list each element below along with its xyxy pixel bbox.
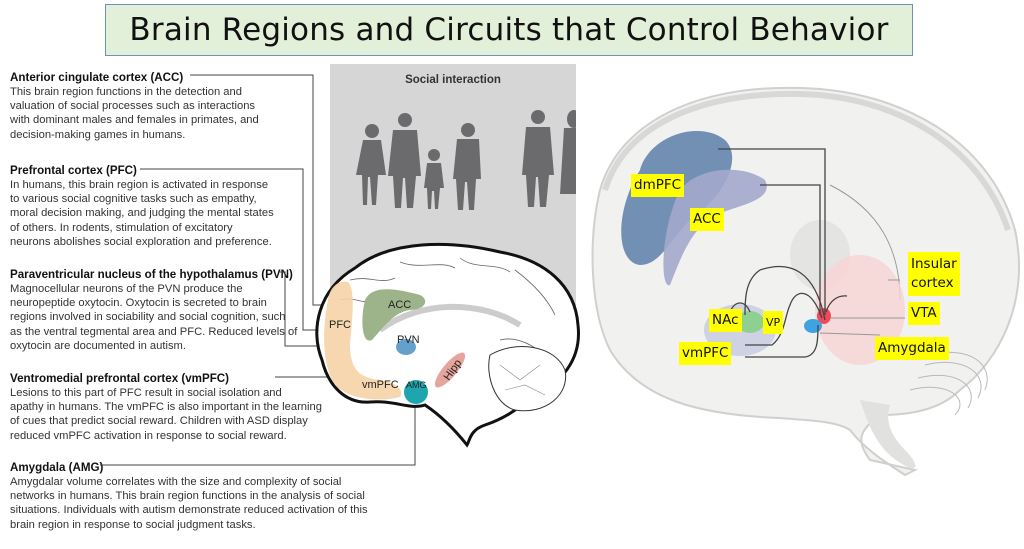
desc-line: In humans, this brain region is activate… <box>10 179 269 191</box>
label-dmpfc: dmPFC <box>631 174 685 197</box>
desc-pvn: Paraventricular nucleus of the hypothala… <box>10 268 320 353</box>
desc-line: Lesions to this part of PFC result in so… <box>10 387 282 399</box>
desc-line: decision-making games in humans. <box>10 128 186 141</box>
label-vta: VTA <box>908 302 940 325</box>
people-silhouettes <box>356 110 576 210</box>
brain-label-hipp: Hipp <box>442 357 465 382</box>
desc-line: Magnocellular neurons of the PVN produce… <box>10 283 243 295</box>
desc-line: brain region in response to social judgm… <box>10 518 256 531</box>
desc-amg: Amygdala (AMG) Amygdalar volume correlat… <box>10 461 390 532</box>
social-panel-title: Social interaction <box>405 74 501 86</box>
label-vmpfc-right: vmPFC <box>679 342 732 365</box>
desc-acc-heading: Anterior cingulate cortex (ACC) <box>10 71 184 84</box>
brain-label-amg: AMG <box>406 380 427 390</box>
desc-line: regions involved in sociability and soci… <box>10 311 286 324</box>
desc-line: networks in humans. This brain region fu… <box>10 490 365 503</box>
person-silhouette-6 <box>560 110 576 194</box>
desc-line: Amygdalar volume correlates with the siz… <box>10 476 342 488</box>
desc-acc: Anterior cingulate cortex (ACC) This bra… <box>10 71 310 142</box>
label-vp: VP <box>763 311 784 334</box>
label-acc-right: ACC <box>690 208 724 231</box>
label-insular-cortex: Insular cortex <box>908 252 960 296</box>
desc-vmpfc: Ventromedial prefrontal cortex (vmPFC) L… <box>10 372 330 443</box>
desc-line: as the ventral tegmental area and PFC. R… <box>10 325 298 338</box>
desc-line: valuation of social processes such as in… <box>10 100 256 113</box>
page-title: Brain Regions and Circuits that Control … <box>105 4 913 56</box>
desc-amg-heading: Amygdala (AMG) <box>10 461 104 474</box>
label-insular-line1: Insular <box>911 256 957 272</box>
label-insular-line2: cortex <box>911 275 954 291</box>
label-amygdala: Amygdala <box>875 337 949 360</box>
hipp-region <box>434 352 466 388</box>
desc-pfc: Prefrontal cortex (PFC) In humans, this … <box>10 164 310 249</box>
desc-line: reduced vmPFC activation in response to … <box>10 429 287 442</box>
desc-line: neuropeptide oxytocin. Oxytocin is secre… <box>10 297 267 310</box>
desc-line: situations. Individuals with autism demo… <box>10 504 368 517</box>
desc-line: moral decision making, and judging the m… <box>10 207 274 220</box>
person-silhouette-1 <box>356 124 386 205</box>
person-silhouette-4 <box>453 123 481 210</box>
desc-pfc-heading: Prefrontal cortex (PFC) <box>10 164 137 177</box>
brainstem <box>860 400 916 469</box>
desc-line: with dominant males and females in prima… <box>10 114 259 127</box>
amg-region <box>404 380 428 404</box>
vta-region <box>817 308 831 324</box>
brain-label-vmpfc: vmPFC <box>362 379 399 391</box>
desc-line: This brain region functions in the detec… <box>10 86 242 98</box>
desc-line: oxytocin are documented in autism. <box>10 339 186 352</box>
pvn-region <box>396 339 416 355</box>
desc-line: to various social cognitive tasks such a… <box>10 193 257 206</box>
desc-line: apathy in humans. The vmPFC is also impo… <box>10 401 322 414</box>
cerebellum <box>488 346 567 412</box>
right-cerebellum <box>909 351 988 416</box>
desc-line: neurons abolishes social exploration and… <box>10 235 272 248</box>
brain-label-pfc: PFC <box>329 319 351 331</box>
social-interaction-panel: Social interaction <box>330 64 576 314</box>
label-nac: NAc <box>709 309 742 332</box>
desc-line: of cues that predict social reward. Chil… <box>10 415 308 428</box>
amygdala-region <box>804 319 822 333</box>
brain-label-pvn: PVN <box>397 334 420 346</box>
dmpfc-region <box>621 131 733 265</box>
desc-pvn-heading: Paraventricular nucleus of the hypothala… <box>10 268 293 281</box>
person-silhouette-2 <box>388 113 421 208</box>
person-silhouette-5 <box>522 110 554 207</box>
desc-line: of others. In rodents, stimulation of ex… <box>10 221 233 234</box>
person-silhouette-3 <box>424 149 444 209</box>
desc-vmpfc-heading: Ventromedial prefrontal cortex (vmPFC) <box>10 372 230 385</box>
